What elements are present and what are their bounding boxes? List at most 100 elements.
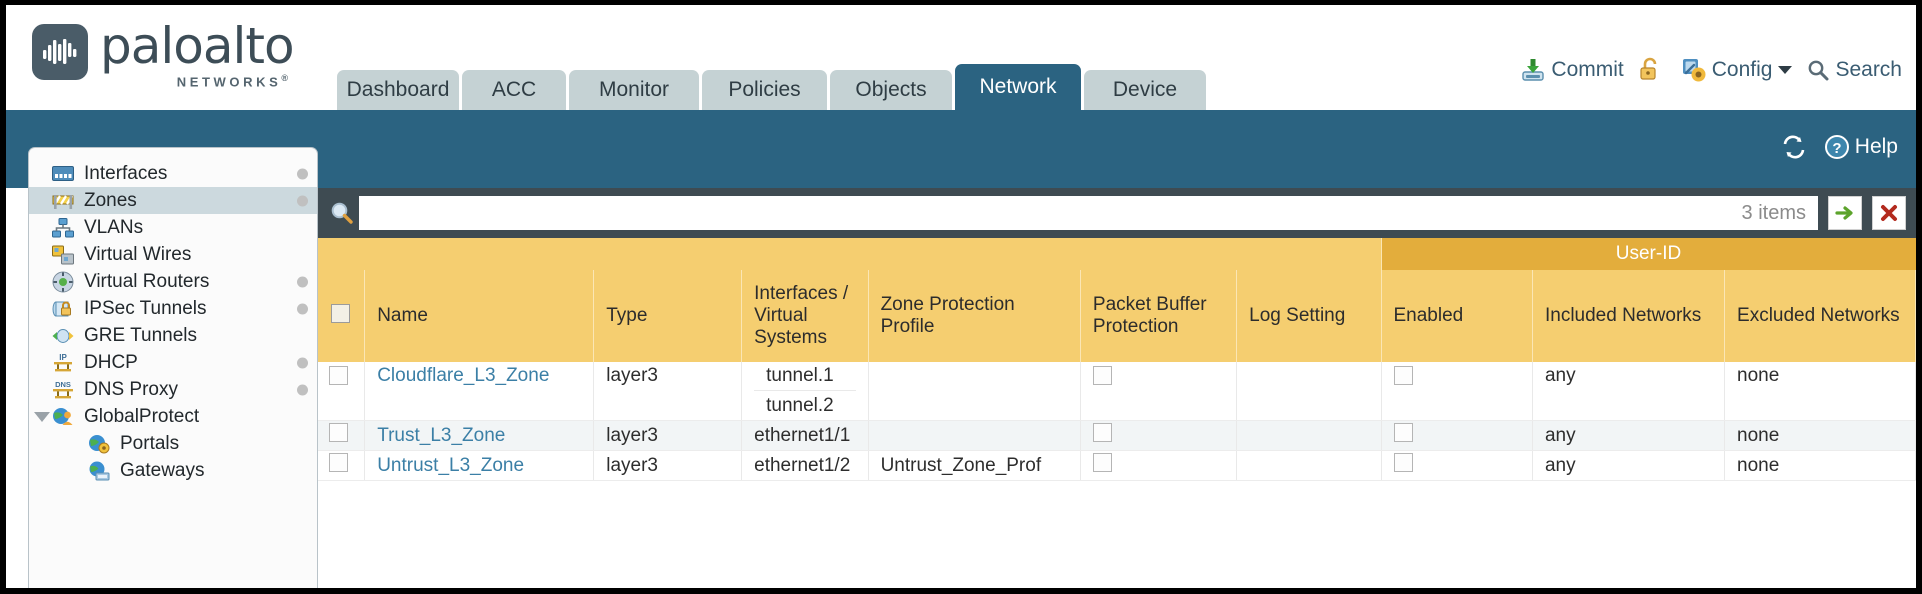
column-header-zone-protection[interactable]: Zone Protection Profile (868, 270, 1081, 362)
packet-buffer-checkbox[interactable] (1092, 453, 1112, 472)
column-header-included[interactable]: Included Networks (1532, 270, 1726, 362)
tab-device-label: Device (1112, 78, 1178, 101)
sidebar-item-gre-tunnels-label: GRE Tunnels (84, 324, 197, 346)
sidebar-item-dns-proxy[interactable]: DNS DNS Proxy (29, 376, 317, 403)
config-label: Config (1711, 58, 1773, 81)
cell-packet-buffer[interactable] (1080, 362, 1238, 421)
chevron-down-icon[interactable] (34, 411, 50, 422)
cell-zone-protection (868, 420, 1081, 451)
table-row[interactable]: Cloudflare_L3_Zone layer3 tunnel.1 tunne… (317, 362, 1916, 421)
cell-name[interactable]: Trust_L3_Zone (364, 420, 595, 451)
tab-device[interactable]: Device (1084, 70, 1206, 110)
sidebar-item-gre-tunnels[interactable]: GRE Tunnels (29, 322, 317, 349)
packet-buffer-checkbox[interactable] (1092, 366, 1112, 385)
cell-log-setting (1236, 420, 1382, 451)
row-select-cell[interactable] (317, 420, 366, 451)
tab-dashboard[interactable]: Dashboard (337, 70, 459, 110)
sidebar-item-virtual-routers[interactable]: Virtual Routers (29, 268, 317, 295)
sidebar-item-vlans[interactable]: VLANs (29, 214, 317, 241)
refresh-icon[interactable] (1780, 134, 1808, 160)
status-dot (297, 357, 308, 368)
row-checkbox[interactable] (329, 423, 348, 442)
tab-objects[interactable]: Objects (830, 70, 952, 110)
cell-interfaces: tunnel.1 tunnel.2 (741, 362, 869, 421)
cell-zone-protection: Untrust_Zone_Prof (868, 450, 1081, 481)
column-header-enabled[interactable]: Enabled (1381, 270, 1533, 362)
interfaces-icon (51, 164, 75, 184)
status-dot (297, 303, 308, 314)
config-wrench-key-icon (1681, 57, 1707, 83)
userid-enabled-checkbox[interactable] (1393, 453, 1413, 472)
row-checkbox[interactable] (329, 453, 348, 472)
sidebar-item-interfaces[interactable]: Interfaces (29, 160, 317, 187)
cell-name[interactable]: Cloudflare_L3_Zone (364, 362, 595, 421)
cell-userid-enabled[interactable] (1381, 420, 1533, 451)
cell-packet-buffer[interactable] (1080, 450, 1238, 481)
column-header-packet-buffer[interactable]: Packet Buffer Protection (1080, 270, 1238, 362)
row-select-cell[interactable] (317, 362, 366, 421)
cell-excluded-networks: none (1724, 362, 1916, 421)
sidebar-item-zones[interactable]: Zones (29, 187, 317, 214)
cell-excluded-networks: none (1724, 450, 1916, 481)
column-header-log-setting[interactable]: Log Setting (1236, 270, 1382, 362)
search-button[interactable]: Search (1806, 58, 1902, 82)
row-checkbox[interactable] (329, 366, 348, 385)
sidebar-item-gateways[interactable]: Gateways (29, 457, 317, 484)
sidebar-item-portals[interactable]: Portals (29, 430, 317, 457)
column-header-interfaces[interactable]: Interfaces / Virtual Systems (741, 270, 869, 362)
column-header-type[interactable]: Type (593, 270, 743, 362)
table-row[interactable]: Trust_L3_Zone layer3 ethernet1/1 any non… (317, 420, 1916, 451)
dhcp-icon: IP (51, 353, 75, 373)
filter-search-icon[interactable] (325, 200, 359, 226)
clear-filter-button[interactable] (1872, 196, 1906, 230)
select-all-header[interactable] (317, 270, 366, 362)
cell-interfaces: ethernet1/2 (741, 450, 869, 481)
cell-name[interactable]: Untrust_L3_Zone (364, 450, 595, 481)
sidebar-item-globalprotect[interactable]: GlobalProtect (29, 403, 317, 430)
column-header-excluded[interactable]: Excluded Networks (1724, 270, 1916, 362)
zone-name-link[interactable]: Trust_L3_Zone (377, 424, 506, 446)
row-select-cell[interactable] (317, 450, 366, 481)
cell-included-networks: any (1532, 362, 1726, 421)
sidebar-item-dhcp-label: DHCP (84, 351, 138, 373)
select-all-checkbox[interactable] (331, 303, 351, 323)
help-button[interactable]: ? Help (1824, 134, 1898, 160)
userid-enabled-checkbox[interactable] (1393, 423, 1413, 442)
userid-enabled-checkbox[interactable] (1393, 366, 1413, 385)
interface-entry: tunnel.1 (754, 362, 856, 391)
help-label: Help (1854, 135, 1898, 158)
zone-name-link[interactable]: Untrust_L3_Zone (377, 454, 525, 476)
cell-excluded-networks: none (1724, 420, 1916, 451)
sidebar-item-dhcp[interactable]: IP DHCP (29, 349, 317, 376)
cell-packet-buffer[interactable] (1080, 420, 1238, 451)
cell-log-setting (1236, 450, 1382, 481)
tab-network-label: Network (979, 75, 1057, 98)
dns-proxy-icon: DNS (51, 380, 75, 400)
zones-barrier-icon (51, 191, 75, 211)
commit-button[interactable]: Commit (1520, 57, 1624, 83)
lock-button[interactable] (1638, 57, 1667, 83)
apply-filter-button[interactable] (1828, 196, 1862, 230)
sidebar-item-virtual-wires[interactable]: Virtual Wires (29, 241, 317, 268)
logo-subtitle: NETWORKS® (176, 73, 292, 90)
tab-network[interactable]: Network (955, 64, 1081, 110)
column-header-name[interactable]: Name (364, 270, 595, 362)
tab-policies[interactable]: Policies (702, 70, 827, 110)
sidebar-item-interfaces-label: Interfaces (84, 162, 168, 184)
top-actions: Commit (1506, 57, 1902, 83)
table-row[interactable]: Untrust_L3_Zone layer3 ethernet1/2 Untru… (317, 450, 1916, 481)
tab-monitor[interactable]: Monitor (569, 70, 699, 110)
sidebar-item-ipsec-tunnels[interactable]: IPSec Tunnels (29, 295, 317, 322)
zone-name-link[interactable]: Cloudflare_L3_Zone (377, 365, 550, 386)
cell-type: layer3 (593, 362, 743, 421)
filter-bar: 3 items (317, 188, 1916, 238)
packet-buffer-checkbox[interactable] (1092, 423, 1112, 442)
sidebar-item-globalprotect-label: GlobalProtect (84, 405, 200, 427)
search-input[interactable]: 3 items (359, 196, 1818, 230)
sidebar-item-virtual-routers-label: Virtual Routers (84, 270, 210, 292)
cell-userid-enabled[interactable] (1381, 362, 1533, 421)
config-menu[interactable]: Config (1681, 57, 1793, 83)
cell-userid-enabled[interactable] (1381, 450, 1533, 481)
tab-acc[interactable]: ACC (462, 70, 566, 110)
